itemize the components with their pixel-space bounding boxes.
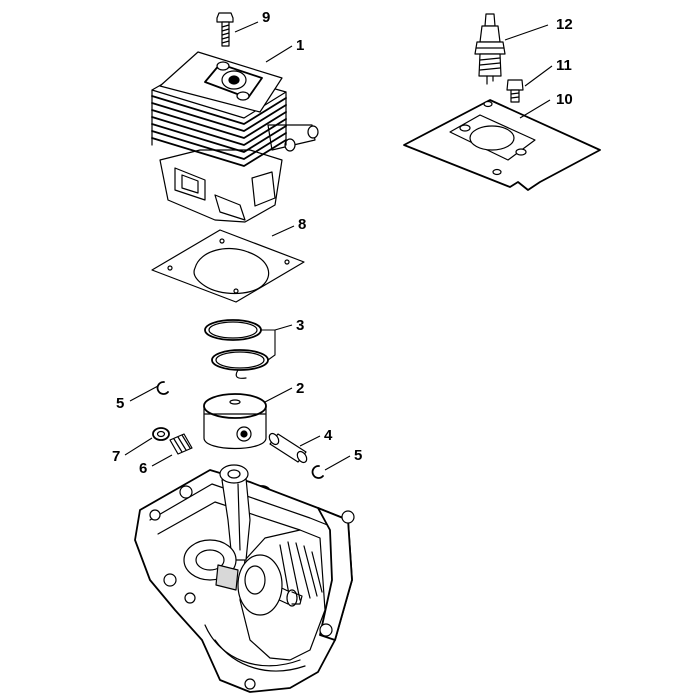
part-spark-plug xyxy=(474,13,506,85)
part-circlip-right xyxy=(311,465,324,479)
callout-5-left: 5 xyxy=(116,395,124,412)
part-screw xyxy=(506,79,524,103)
callout-3: 3 xyxy=(296,317,304,334)
part-shield-plate xyxy=(403,99,601,191)
callout-12: 12 xyxy=(556,16,573,33)
callout-7: 7 xyxy=(112,448,120,465)
part-bolt xyxy=(216,12,234,47)
callout-8: 8 xyxy=(298,216,306,233)
part-piston xyxy=(203,393,267,450)
part-crankcase xyxy=(134,464,355,693)
part-washer xyxy=(152,427,170,441)
part-circlip-left xyxy=(156,381,169,395)
callout-9: 9 xyxy=(262,9,270,26)
callout-10: 10 xyxy=(556,91,573,108)
part-cylinder xyxy=(151,51,319,223)
callout-4: 4 xyxy=(324,427,333,444)
part-piston-pin xyxy=(268,432,308,464)
callout-5-right: 5 xyxy=(354,447,362,464)
callout-1: 1 xyxy=(296,37,304,54)
callouts: 9 1 12 11 10 8 3 2 5 7 6 4 5 xyxy=(112,9,573,477)
callout-11: 11 xyxy=(556,57,572,74)
part-gasket xyxy=(151,229,305,303)
part-piston-rings xyxy=(204,319,269,379)
part-needle-cage xyxy=(169,433,193,455)
callout-6: 6 xyxy=(139,460,147,477)
callout-2: 2 xyxy=(296,380,304,397)
leader-lines xyxy=(124,21,553,471)
